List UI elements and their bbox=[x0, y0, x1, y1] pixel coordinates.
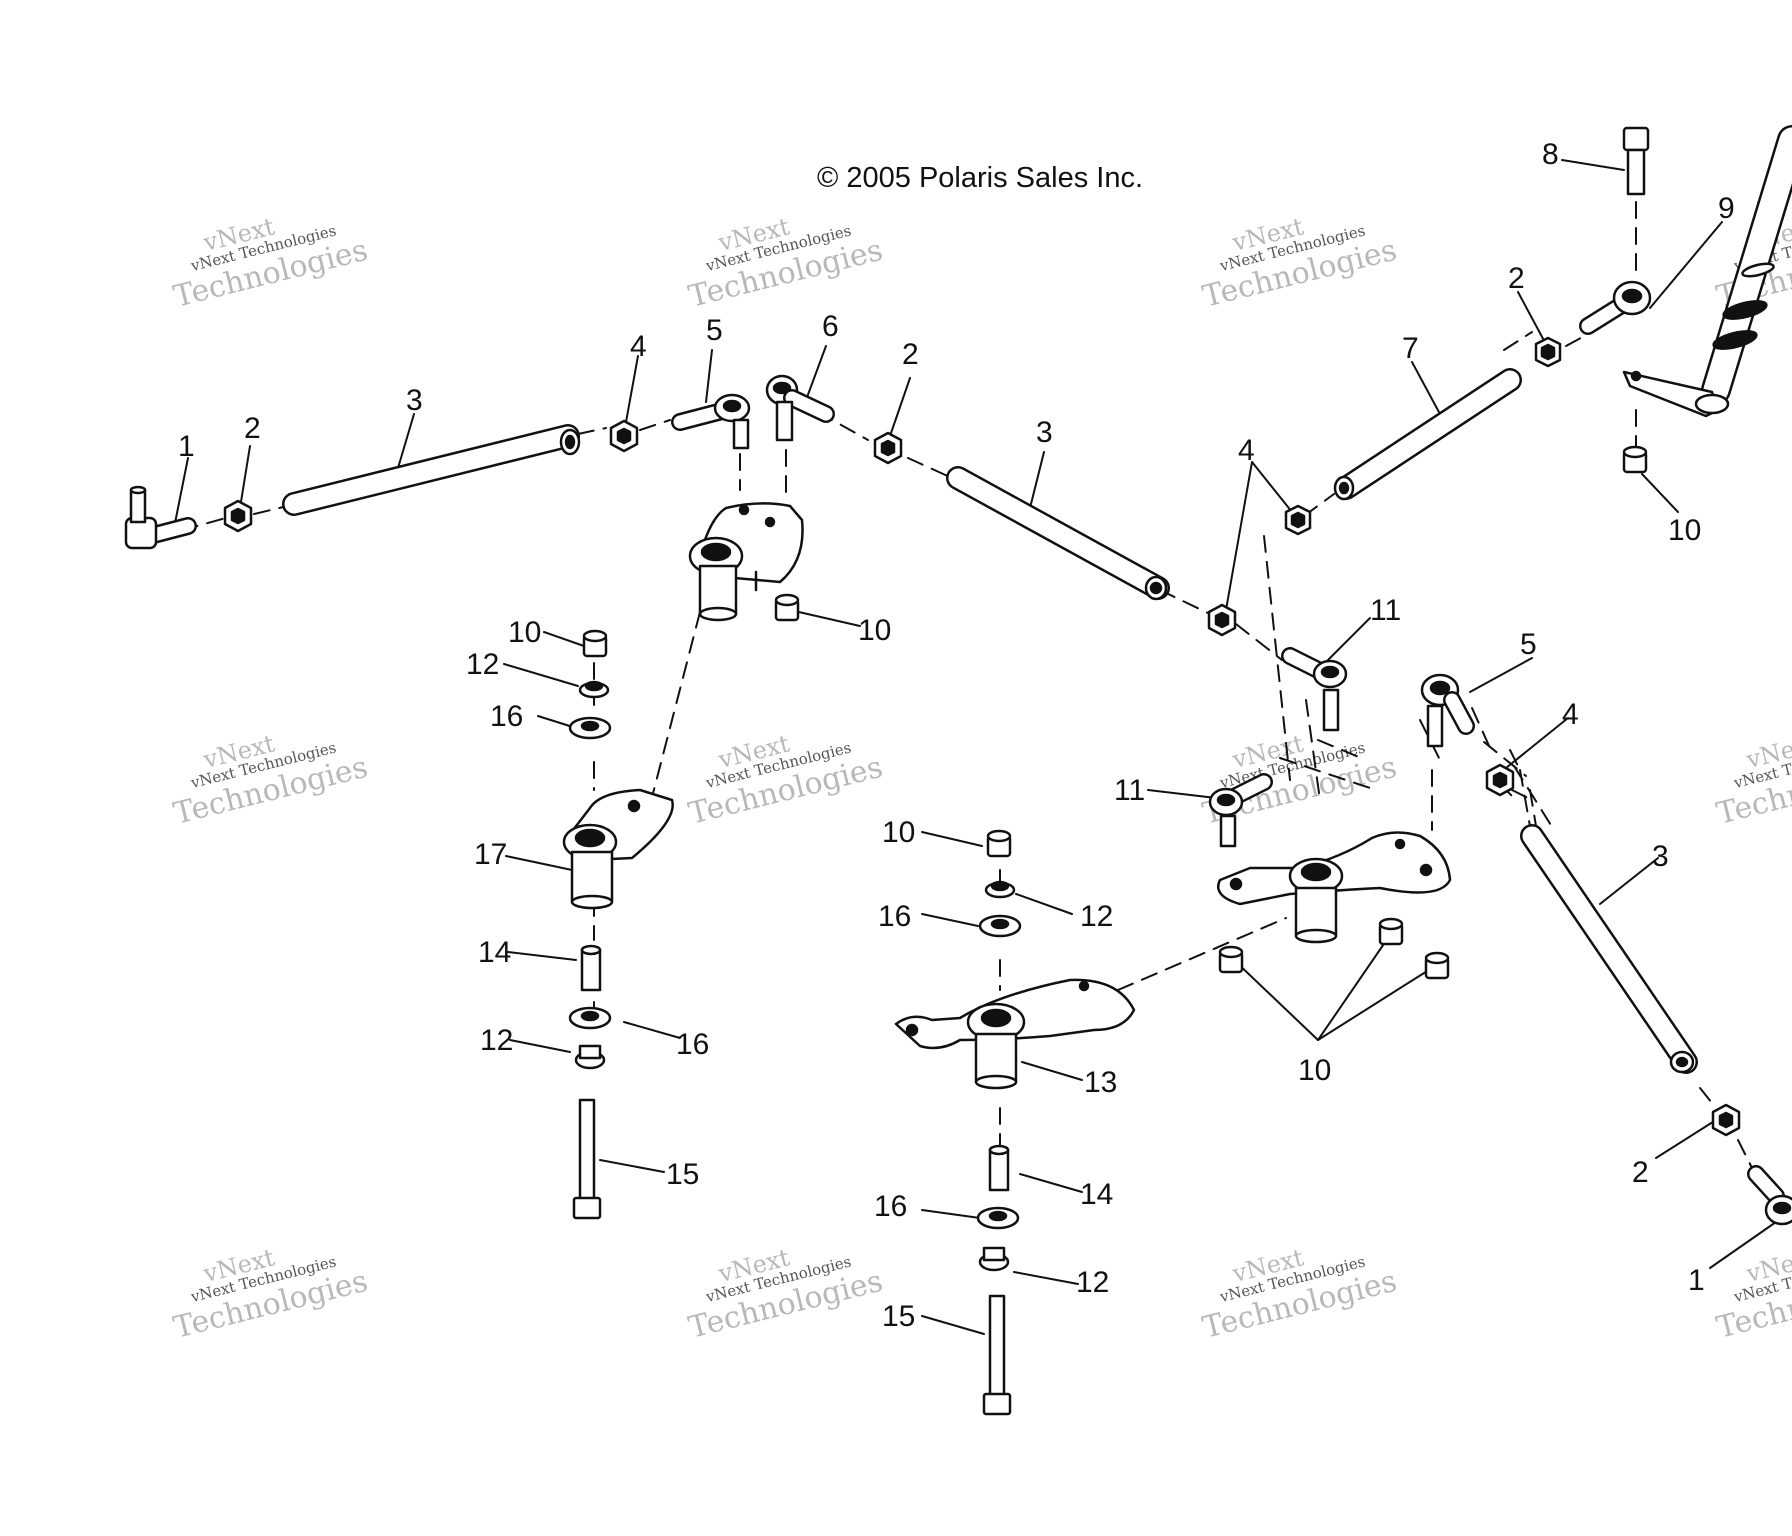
callout-12: 12 bbox=[466, 648, 499, 681]
washers bbox=[568, 716, 1022, 1230]
callout-3: 3 bbox=[406, 384, 423, 417]
callout-10: 10 bbox=[508, 616, 541, 649]
copyright-notice: © 2005 Polaris Sales Inc. bbox=[816, 162, 1144, 194]
callout-10: 10 bbox=[1668, 514, 1701, 547]
callout-4: 4 bbox=[630, 330, 647, 363]
idler-arm-upper bbox=[688, 502, 804, 622]
tie-rod-end-right bbox=[1747, 1165, 1792, 1226]
tie-rod-center bbox=[946, 466, 1170, 601]
callout-10: 10 bbox=[1298, 1054, 1331, 1087]
callout-11: 11 bbox=[1370, 594, 1401, 627]
callout-7: 7 bbox=[1402, 332, 1419, 365]
callout-17: 17 bbox=[474, 838, 507, 871]
callout-11: 11 bbox=[1114, 774, 1145, 807]
callout-4: 4 bbox=[1238, 434, 1255, 467]
center-arm bbox=[1217, 831, 1452, 944]
bolt-15-center bbox=[982, 1294, 1012, 1416]
nut bbox=[1284, 504, 1312, 536]
lock-nut bbox=[1622, 445, 1648, 474]
steering-column bbox=[1622, 125, 1792, 418]
tie-rod-upper-right bbox=[1333, 368, 1522, 501]
flange-nuts bbox=[574, 680, 1016, 1272]
tie-rod-right bbox=[1520, 824, 1698, 1074]
callout-1: 1 bbox=[178, 430, 195, 463]
callout-16: 16 bbox=[676, 1028, 709, 1061]
callout-labels: 1 2 3 4 5 6 2 3 4 7 2 8 9 10 10 12 16 10… bbox=[178, 138, 1735, 1333]
lock-nut bbox=[1424, 951, 1450, 980]
callout-10: 10 bbox=[858, 614, 891, 647]
nut bbox=[873, 431, 903, 465]
pitman-arm-13 bbox=[894, 978, 1136, 1090]
tie-rod-end-5-right bbox=[1420, 673, 1475, 748]
nut bbox=[1485, 763, 1515, 797]
callout-1: 1 bbox=[1688, 1264, 1705, 1297]
callout-16: 16 bbox=[874, 1190, 907, 1223]
callout-5: 5 bbox=[706, 314, 723, 347]
tie-rod-end-5-upper bbox=[671, 393, 751, 450]
lock-nut bbox=[1218, 945, 1244, 974]
bolt-8 bbox=[1622, 126, 1650, 196]
washer bbox=[568, 716, 612, 740]
washer bbox=[568, 1006, 612, 1030]
callout-2: 2 bbox=[1508, 262, 1525, 295]
bushing bbox=[580, 944, 602, 992]
lock-nut bbox=[774, 593, 800, 622]
callout-16: 16 bbox=[878, 900, 911, 933]
tie-rod-end-left bbox=[124, 485, 197, 550]
callout-4: 4 bbox=[1562, 698, 1579, 731]
flange-nut bbox=[984, 880, 1016, 899]
lock-nut bbox=[986, 829, 1012, 858]
flange-nut bbox=[978, 1246, 1010, 1272]
lock-nuts bbox=[582, 445, 1648, 980]
washer bbox=[976, 1206, 1020, 1230]
lock-nut bbox=[1378, 917, 1404, 946]
callout-6: 6 bbox=[822, 310, 839, 343]
bushing bbox=[988, 1144, 1010, 1192]
callout-14: 14 bbox=[1080, 1178, 1113, 1211]
hex-nuts bbox=[223, 336, 1741, 1137]
callout-2: 2 bbox=[902, 338, 919, 371]
callout-2: 2 bbox=[1632, 1156, 1649, 1189]
nut bbox=[1207, 603, 1237, 637]
flange-nut bbox=[578, 680, 610, 699]
callout-14: 14 bbox=[478, 936, 511, 969]
tie-rod-end-6 bbox=[765, 374, 835, 442]
nut bbox=[1534, 336, 1562, 368]
callout-15: 15 bbox=[666, 1158, 699, 1191]
washer bbox=[978, 914, 1022, 938]
nut bbox=[609, 419, 639, 453]
callout-13: 13 bbox=[1084, 1066, 1117, 1099]
bushings bbox=[580, 944, 1010, 1192]
lock-nut bbox=[582, 629, 608, 658]
callout-2: 2 bbox=[244, 412, 261, 445]
bolt-15-left bbox=[572, 1098, 602, 1220]
callout-5: 5 bbox=[1520, 628, 1537, 661]
callout-9: 9 bbox=[1718, 192, 1735, 225]
callout-3: 3 bbox=[1652, 840, 1669, 873]
callout-8: 8 bbox=[1542, 138, 1559, 171]
nut bbox=[223, 499, 253, 533]
tie-rod-left bbox=[282, 424, 581, 516]
callout-10: 10 bbox=[882, 816, 915, 849]
flange-nut bbox=[574, 1044, 606, 1070]
nut bbox=[1711, 1103, 1741, 1137]
callout-16: 16 bbox=[490, 700, 523, 733]
tie-rod-end-11-upper bbox=[1281, 647, 1348, 732]
callout-12: 12 bbox=[1076, 1266, 1109, 1299]
idler-arm-17 bbox=[562, 788, 674, 910]
callout-12: 12 bbox=[1080, 900, 1113, 933]
tie-rod-end-11-lower bbox=[1208, 773, 1273, 848]
tie-rod-end-9 bbox=[1579, 280, 1652, 335]
callout-15: 15 bbox=[882, 1300, 915, 1333]
callout-3: 3 bbox=[1036, 416, 1053, 449]
leader-lines bbox=[173, 159, 1777, 1335]
callout-12: 12 bbox=[480, 1024, 513, 1057]
